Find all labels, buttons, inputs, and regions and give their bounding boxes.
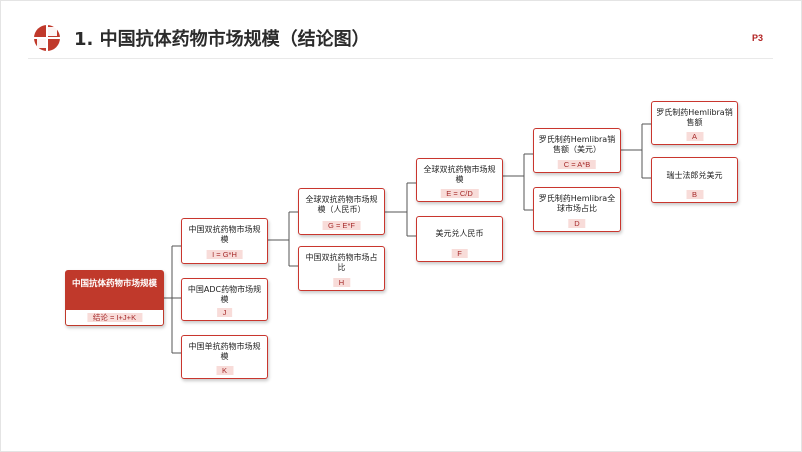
node-g-label: 全球双抗药物市场规模（人民币）: [305, 195, 378, 214]
node-a-formula: A: [685, 132, 704, 141]
node-f: 美元兑人民币 F: [416, 216, 503, 262]
node-d: 罗氏制药Hemlibra全球市场占比 D: [533, 187, 621, 232]
node-f-formula: F: [451, 249, 468, 258]
node-a: 罗氏制药Hemlibra销售额 A: [651, 101, 738, 145]
node-root-formula: 结论 = I+J+K: [86, 313, 143, 322]
node-e-label: 全球双抗药物市场规模: [423, 165, 496, 184]
node-b: 瑞士法郎兑美元 B: [651, 157, 738, 203]
connector-i-l2: [268, 211, 298, 267]
node-root-label: 中国抗体药物市场规模: [71, 279, 157, 289]
node-i-formula: I = G*H: [206, 250, 243, 259]
slide-header: 1. 中国抗体药物市场规模（结论图） P3: [0, 0, 802, 60]
node-c-label: 罗氏制药Hemlibra销售额（美元）: [538, 135, 616, 154]
node-j-label: 中国ADC药物市场规模: [187, 285, 262, 304]
node-i-label: 中国双抗药物市场规模: [188, 225, 261, 244]
connector-root-l1: [164, 245, 181, 354]
node-g-formula: G = E*F: [322, 221, 361, 230]
node-k-label: 中国单抗药物市场规模: [188, 342, 261, 361]
node-j: 中国ADC药物市场规模 J: [181, 278, 268, 321]
node-h-label: 中国双抗药物市场占比: [305, 253, 378, 272]
node-root: 中国抗体药物市场规模 结论 = I+J+K: [65, 270, 164, 326]
connector-c-l5: [621, 123, 651, 179]
node-j-formula: J: [216, 308, 233, 317]
node-e-formula: E = C/D: [440, 189, 479, 198]
node-k: 中国单抗药物市场规模 K: [181, 335, 268, 379]
node-h-formula: H: [332, 278, 351, 287]
page-number: P3: [752, 33, 764, 43]
node-b-formula: B: [685, 190, 704, 199]
node-c: 罗氏制药Hemlibra销售额（美元） C = A*B: [533, 128, 621, 173]
node-i: 中国双抗药物市场规模 I = G*H: [181, 218, 268, 264]
node-b-label: 瑞士法郎兑美元: [666, 171, 723, 180]
connector-g-l3: [385, 182, 416, 237]
node-e: 全球双抗药物市场规模 E = C/D: [416, 158, 503, 202]
node-a-label: 罗氏制药Hemlibra销售额: [656, 108, 733, 127]
brand-logo-icon: [34, 25, 60, 51]
node-k-formula: K: [215, 366, 234, 375]
node-d-formula: D: [568, 219, 586, 228]
node-f-label: 美元兑人民币: [435, 229, 484, 238]
node-h: 中国双抗药物市场占比 H: [298, 246, 385, 291]
node-c-formula: C = A*B: [557, 160, 597, 169]
connector-e-l4: [503, 153, 533, 211]
node-g: 全球双抗药物市场规模（人民币） G = E*F: [298, 188, 385, 235]
node-d-label: 罗氏制药Hemlibra全球市场占比: [538, 194, 616, 213]
header-divider: [28, 58, 773, 59]
page-title: 1. 中国抗体药物市场规模（结论图）: [74, 29, 370, 50]
